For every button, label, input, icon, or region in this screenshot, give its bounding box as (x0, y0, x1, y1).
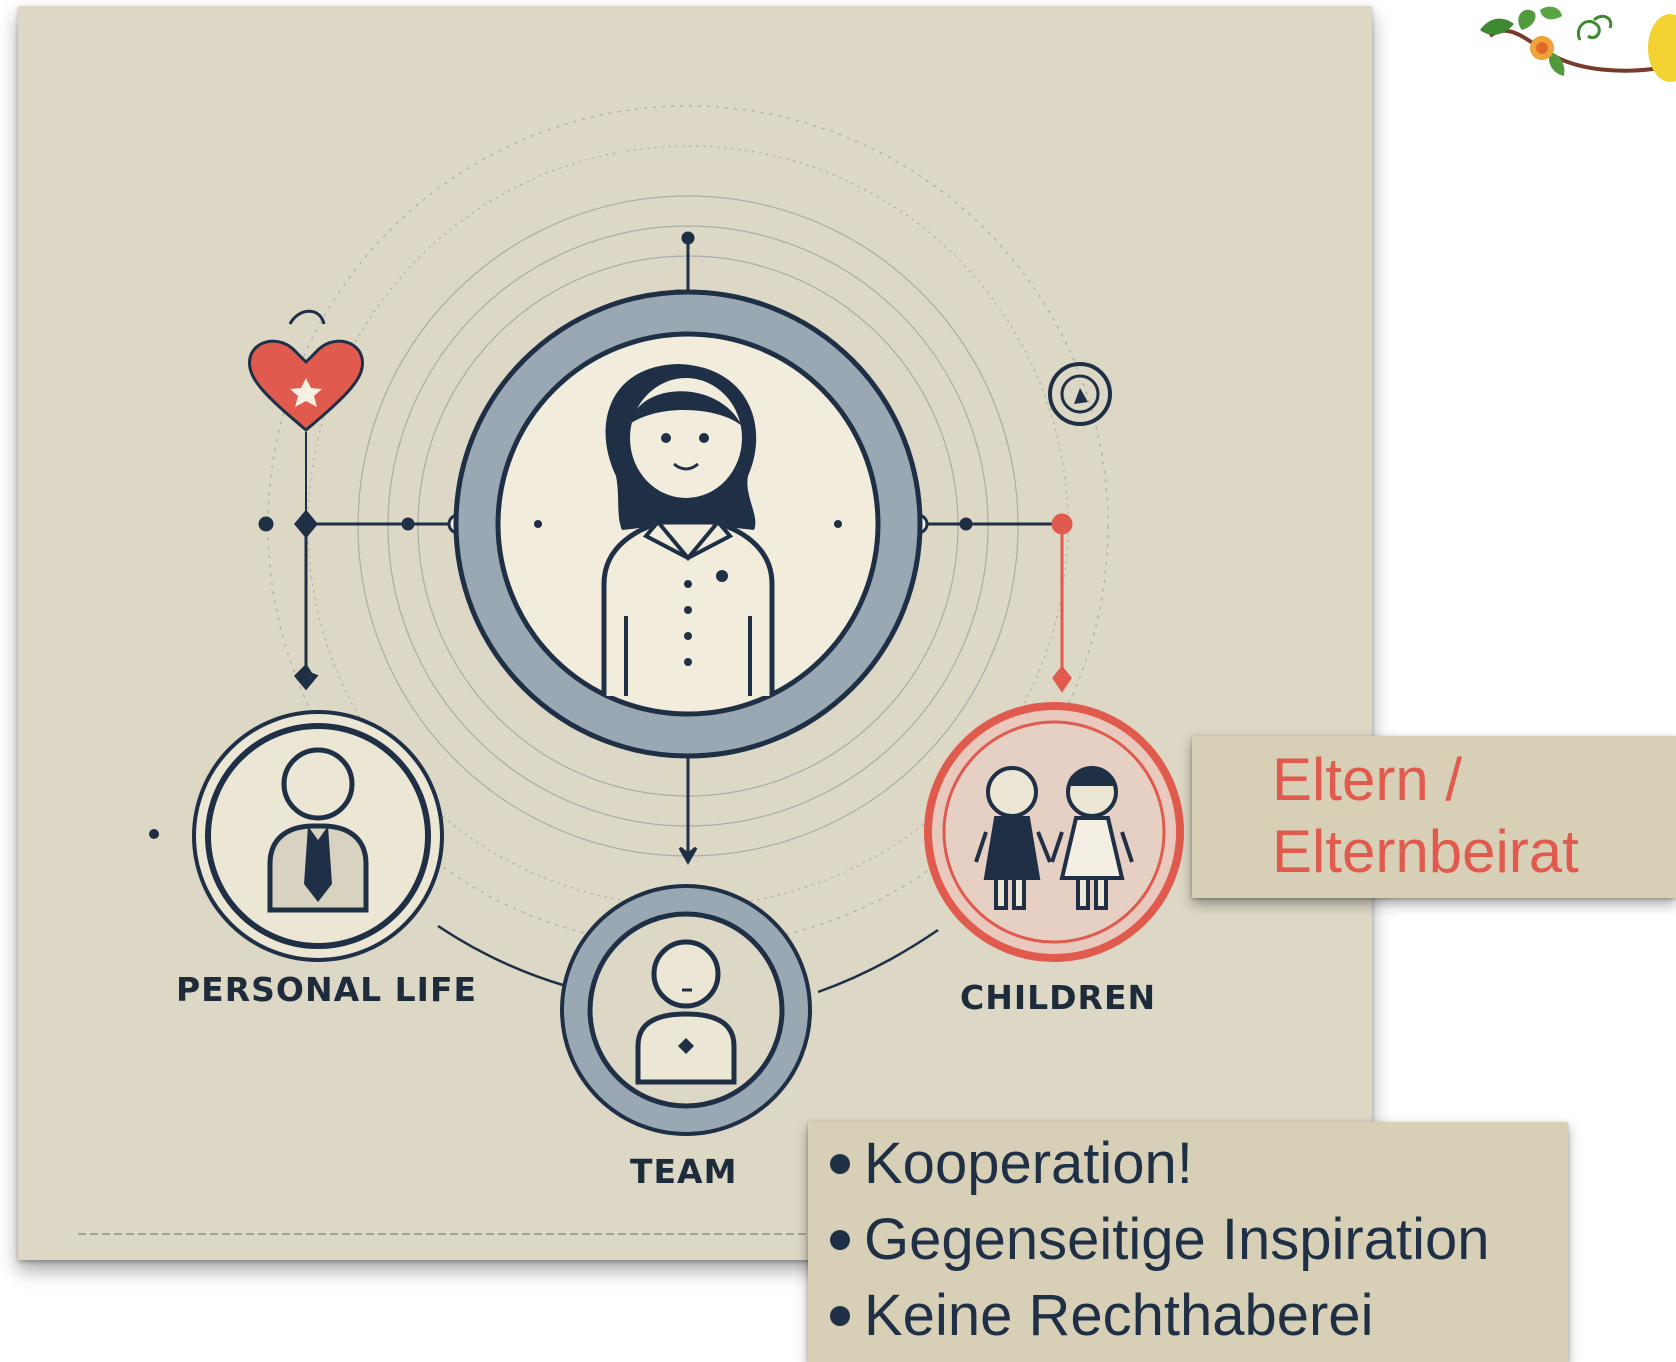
personal-life-label: PERSONAL LIFE (176, 970, 478, 1009)
children-icon (974, 766, 1134, 910)
bullet-item: Gegenseitige Inspiration (830, 1206, 1490, 1273)
clock-badge-icon (1048, 362, 1112, 426)
woman-icon (601, 364, 775, 696)
diagram-canvas (78, 105, 1348, 1235)
children-connector (1051, 513, 1073, 693)
vine-logo-icon (1480, 6, 1676, 82)
parents-callout: Eltern / Elternbeirat (1192, 736, 1676, 898)
stray-dot (834, 520, 842, 528)
bullet-dot-icon (830, 1153, 850, 1174)
personal-node (192, 710, 444, 962)
bullet-dot-icon (830, 1305, 850, 1326)
bullet-item: Keine Rechthaberei (830, 1282, 1373, 1349)
team-node (560, 884, 812, 1136)
bullet-text: Keine Rechthaberei (864, 1283, 1374, 1348)
person-icon (635, 939, 737, 1085)
children-node (924, 702, 1184, 962)
bullet-item: Kooperation! (830, 1130, 1193, 1197)
diagram-panel: PERSONAL LIFE TEAM CHILDREN (18, 6, 1372, 1260)
bullet-text: Kooperation! (864, 1131, 1193, 1196)
businessman-icon (267, 747, 369, 913)
team-label: TEAM (630, 1152, 738, 1191)
stray-dot (534, 520, 542, 528)
children-label: CHILDREN (960, 978, 1157, 1017)
heart-star-icon (248, 309, 364, 512)
arc-left (437, 924, 567, 988)
parents-callout-line2: Elternbeirat (1272, 818, 1579, 885)
stray-dot (149, 829, 159, 839)
bullet-dot-icon (830, 1229, 850, 1250)
center-node (453, 289, 923, 759)
parents-callout-line1: Eltern / (1272, 746, 1463, 813)
bullet-text: Gegenseitige Inspiration (864, 1207, 1490, 1272)
arc-right (817, 928, 939, 994)
connectors (258, 231, 1058, 866)
points-callout: Kooperation! Gegenseitige Inspiration Ke… (808, 1122, 1568, 1362)
